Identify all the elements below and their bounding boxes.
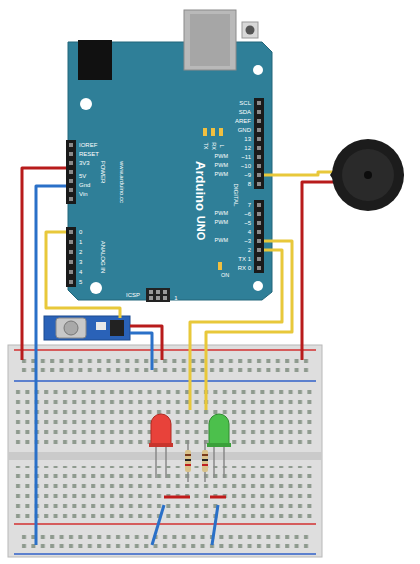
header-pin (257, 239, 261, 243)
pin-label: AREF (235, 118, 251, 124)
led-label: TX (202, 142, 208, 149)
brand-label: Arduino (194, 161, 207, 211)
pin-label: 8 (248, 181, 251, 187)
led-label: RX (210, 142, 216, 150)
pin-number: 4 (79, 269, 82, 275)
header-pin (257, 155, 261, 159)
header-pin (69, 170, 73, 174)
pin-label: GND (238, 127, 251, 133)
header-pin (69, 240, 73, 244)
header-pin (69, 270, 73, 274)
led-red (149, 414, 173, 478)
on-label: ON (221, 273, 229, 279)
pin-number: 2 (79, 249, 82, 255)
header-pin (69, 250, 73, 254)
gas-sensor-module (44, 316, 130, 340)
pin-label: 12 (244, 145, 251, 151)
pin-label: 5V (79, 173, 86, 179)
header-pin (257, 119, 261, 123)
header-pin (257, 164, 261, 168)
pin-label: RESET (79, 151, 99, 157)
pwm-label: PWM (215, 220, 228, 226)
resistor-symbol (185, 440, 208, 482)
header-pin (69, 143, 73, 147)
header-pin (257, 101, 261, 105)
header-pin (69, 197, 73, 201)
section-label: ANALOG IN (100, 241, 106, 274)
pin-label: RX 0 (238, 265, 251, 271)
header-pin (257, 221, 261, 225)
header-pin (257, 203, 261, 207)
header-pin (257, 248, 261, 252)
piezo-buzzer (330, 139, 404, 211)
header-pin (69, 280, 73, 284)
model-label: UNO (195, 216, 206, 240)
header-pin (69, 179, 73, 183)
pin-label: 4 (248, 229, 251, 235)
pin-number: 5 (79, 279, 82, 285)
pwm-label: PWM (215, 154, 228, 160)
header-pin (257, 230, 261, 234)
pin-number: 1 (79, 239, 82, 245)
section-label: DIGITAL (233, 184, 239, 207)
pwm-label: PWM (215, 172, 228, 178)
header-pin (69, 188, 73, 192)
header-pin (257, 182, 261, 186)
led-label: L (218, 144, 224, 147)
header-pin (69, 152, 73, 156)
header-pin (69, 260, 73, 264)
led-green (207, 414, 231, 478)
header-pin (257, 137, 261, 141)
header-pin (257, 128, 261, 132)
pin-label: 2 (248, 247, 251, 253)
pin-label: SDA (239, 109, 251, 115)
icsp-label: ICSP (126, 292, 140, 298)
pin-label: ~10 (241, 163, 251, 169)
pin-label: TX 1 (238, 256, 251, 262)
header-pin (69, 230, 73, 234)
pin-label: SCL (239, 100, 251, 106)
pwm-label: PWM (215, 238, 228, 244)
header-pin (257, 257, 261, 261)
wires (22, 168, 340, 545)
pin-label: IOREF (79, 142, 97, 148)
header-pin (257, 212, 261, 216)
pin-label: ~3 (244, 238, 251, 244)
pin-label: 13 (244, 136, 251, 142)
breadboard (8, 345, 322, 557)
pin-label: Gnd (79, 182, 90, 188)
pwm-label: PWM (215, 211, 228, 217)
pin-label: ~5 (244, 220, 251, 226)
pin-label: ~6 (244, 211, 251, 217)
header-pin (257, 110, 261, 114)
header-pin (257, 146, 261, 150)
pin-label: 7 (248, 202, 251, 208)
pin-label: ~9 (244, 172, 251, 178)
pin-number: 3 (79, 259, 82, 265)
section-label: POWER (100, 161, 106, 184)
pin-number: 0 (79, 229, 82, 235)
header-pin (69, 161, 73, 165)
arduino-board (66, 10, 272, 302)
header-pin (257, 266, 261, 270)
pwm-label: PWM (215, 163, 228, 169)
pin-label: 3V3 (79, 160, 90, 166)
pin-label: Vin (79, 191, 88, 197)
url-label: www.arduino.cc (119, 161, 125, 203)
pin-number: 1 (174, 295, 177, 301)
header-pin (257, 173, 261, 177)
pin-label: ~11 (241, 154, 251, 160)
